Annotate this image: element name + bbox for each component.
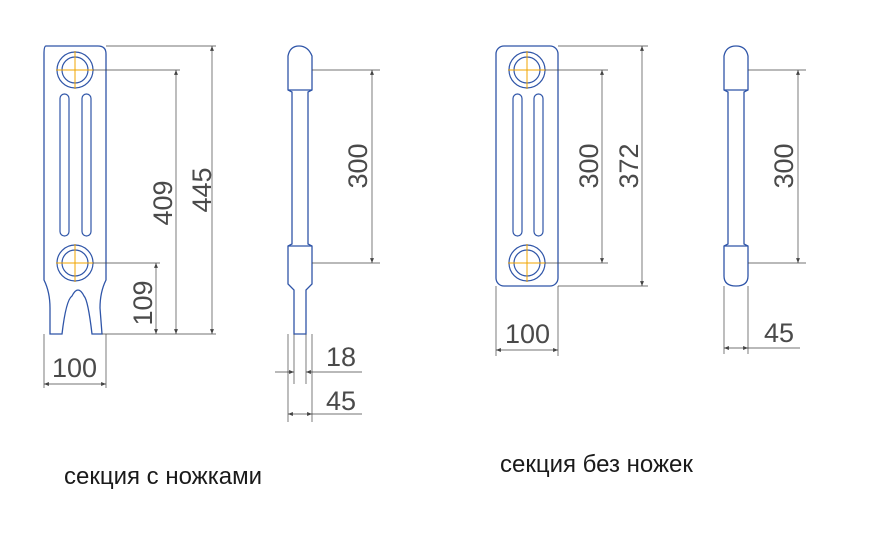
right-front-dimensions <box>495 45 648 356</box>
left-front-dimensions <box>43 45 216 388</box>
dim-front-width-left: 100 <box>52 353 97 383</box>
port-top-icon <box>508 51 546 89</box>
caption-with-legs: секция с ножками <box>64 463 262 490</box>
dim-300-left-side: 300 <box>343 143 373 188</box>
dim-300-right-side: 300 <box>769 143 799 188</box>
left-front-radiator <box>43 45 107 335</box>
dim-300-right-front: 300 <box>574 143 604 188</box>
dim-109: 109 <box>128 280 158 325</box>
dim-372: 372 <box>614 143 644 188</box>
dim-45-left: 45 <box>326 386 356 416</box>
right-side-dimensions <box>723 69 806 354</box>
dim-409: 409 <box>148 180 178 225</box>
left-side-dimensions <box>275 69 380 422</box>
right-side-radiator <box>723 45 749 287</box>
dim-18: 18 <box>326 342 356 372</box>
left-side-radiator <box>287 45 313 335</box>
dim-front-width-right: 100 <box>505 319 550 349</box>
right-front-radiator <box>495 45 559 287</box>
caption-without-legs: секция без ножек <box>500 451 693 478</box>
port-top-icon <box>56 51 94 89</box>
port-bottom-icon <box>508 244 546 282</box>
dim-45-right: 45 <box>764 318 794 348</box>
dim-445: 445 <box>187 167 217 212</box>
